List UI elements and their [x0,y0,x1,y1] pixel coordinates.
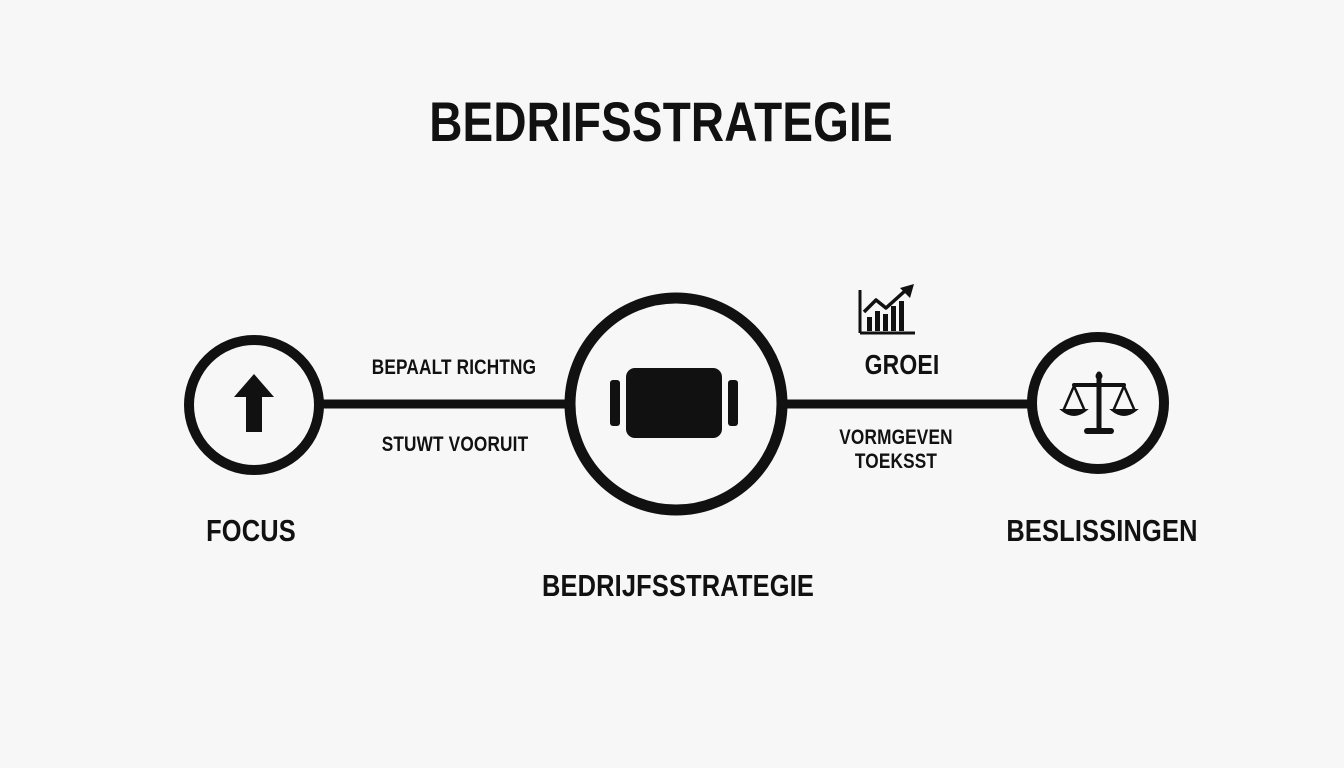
edge-label-richting: BEPAALT RICHTNG [371,356,537,379]
edge-label-vooruit: STUWT VOORUIT [381,433,529,456]
node-decisions [1027,332,1169,474]
node-focus [184,335,324,475]
edge-label-groei: GROEI [864,349,940,380]
diagram-title: BEDRIFSSTRATEGIE [429,90,893,153]
scales-icon [1059,371,1139,434]
strategy-block-icon [610,368,738,438]
node-strategy-label: BEDRIJFSSTRATEGIE [541,568,815,603]
edge-label-toekomst-line-2: TOEKSST [854,450,938,473]
node-decisions-label: BESLISSINGEN [1006,513,1198,548]
growth-chart-icon [858,284,915,335]
node-focus-label: FOCUS [206,513,296,548]
arrow-up-icon [234,374,274,432]
node-strategy [564,292,788,516]
edge-label-toekomst-line-1: VORMGEVEN [839,426,953,449]
edge-label-toekomst: VORMGEVEN TOEKSST [826,426,965,474]
